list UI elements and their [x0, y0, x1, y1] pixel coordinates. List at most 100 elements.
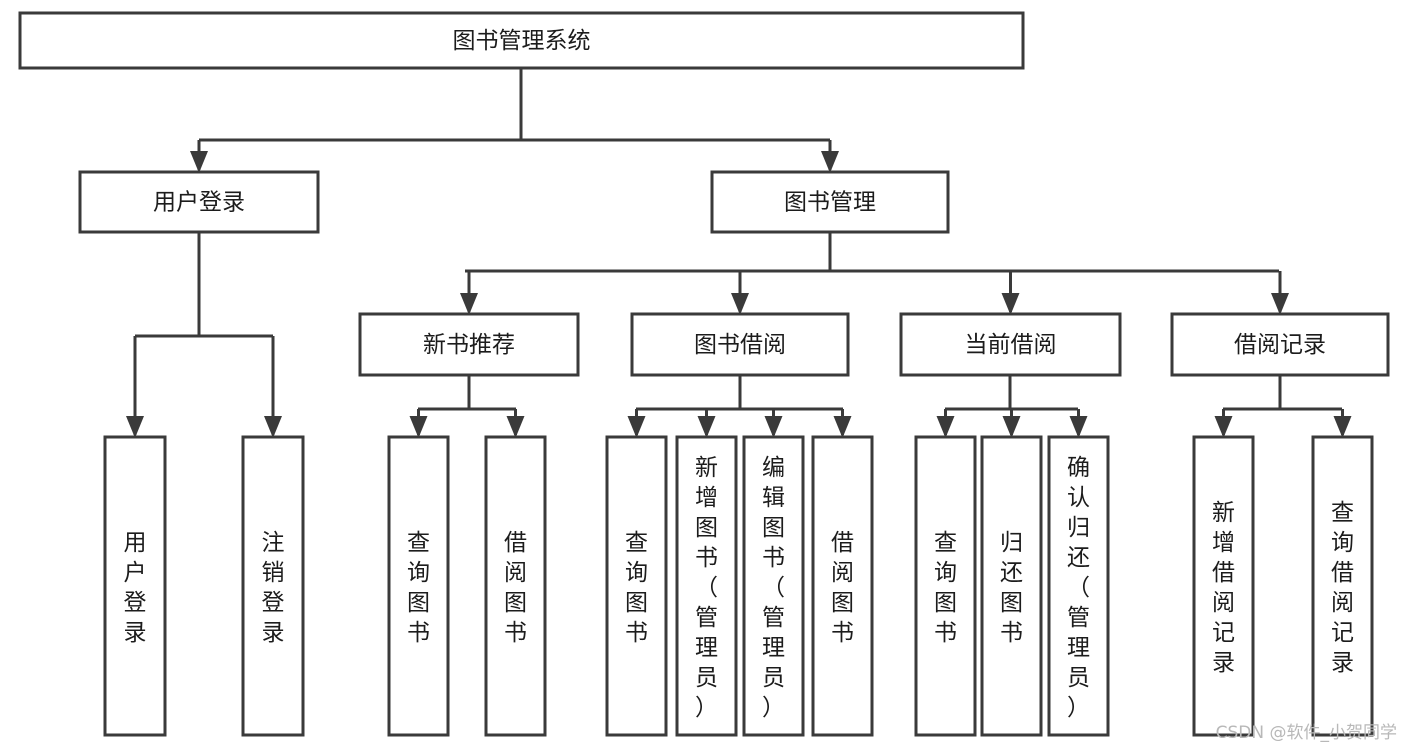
node-label: 查询图书 [934, 530, 957, 646]
edge-root-to-user-login [190, 140, 208, 173]
edge-book-manage-to-new-book-recommend [460, 271, 478, 315]
edge-book-borrow-to-leaf-add-book [697, 409, 716, 438]
node-leaf-add-record[interactable]: 新增借阅记录 [1192, 435, 1255, 737]
node-label: 新书推荐 [423, 332, 515, 358]
node-box [1192, 435, 1255, 737]
edge-current-borrow-to-leaf-return-book [1002, 409, 1021, 438]
connector-borrow-record-bus [1223, 375, 1342, 411]
node-box [78, 170, 320, 234]
node-leaf-query-book-3[interactable]: 查询图书 [914, 435, 977, 737]
node-label: 查询借阅记录 [1331, 500, 1354, 676]
arrow-head-icon [833, 416, 852, 438]
node-label: 确认归还（管理员） [1067, 455, 1090, 721]
node-label: 用户登录 [124, 530, 147, 646]
edge-new-book-recommend-to-leaf-query-book-1 [409, 409, 428, 438]
edge-root-to-book-manage [821, 140, 839, 173]
connector-current-borrow-bus [945, 375, 1078, 411]
node-label: 借阅图书 [504, 530, 527, 646]
node-box [710, 170, 950, 234]
edge-new-book-recommend-to-leaf-borrow-book-1 [506, 409, 525, 438]
node-label: 归还图书 [1000, 530, 1023, 646]
edge-user-login-to-leaf-user-login [126, 336, 144, 438]
node-leaf-query-book-2[interactable]: 查询图书 [605, 435, 668, 737]
node-label: 查询图书 [407, 530, 430, 646]
connector-new-book-bus [418, 375, 516, 411]
node-box [1047, 435, 1110, 737]
arrow-head-icon [764, 416, 783, 438]
edge-current-borrow-to-leaf-confirm-return [1069, 409, 1088, 438]
node-box [387, 435, 450, 737]
arrow-head-icon [460, 293, 478, 315]
node-box [605, 435, 668, 737]
arrow-head-icon [1001, 293, 1020, 315]
edge-book-borrow-to-leaf-edit-book [764, 409, 783, 438]
arrow-head-icon [627, 416, 646, 438]
edge-book-borrow-to-leaf-query-book-2 [627, 409, 646, 438]
node-box [103, 435, 167, 737]
node-borrow-record[interactable]: 借阅记录 [1170, 312, 1390, 377]
edge-user-login-to-leaf-logout [264, 336, 282, 438]
node-user-login[interactable]: 用户登录 [78, 170, 320, 234]
node-leaf-logout[interactable]: 注销登录 [241, 435, 305, 737]
node-label: 当前借阅 [965, 332, 1057, 358]
node-box [1311, 435, 1374, 737]
arrow-head-icon [697, 416, 716, 438]
node-leaf-borrow-book-2[interactable]: 借阅图书 [811, 435, 874, 737]
node-label: 图书管理系统 [453, 28, 591, 54]
node-box [630, 312, 850, 377]
nodes-layer: 图书管理系统用户登录图书管理新书推荐图书借阅当前借阅借阅记录用户登录注销登录查询… [18, 11, 1390, 737]
node-label: 图书借阅 [694, 332, 786, 358]
arrow-head-icon [1002, 416, 1021, 438]
node-leaf-add-book[interactable]: 新增图书（管理员） [675, 435, 738, 737]
node-label: 借阅图书 [831, 530, 854, 646]
edge-book-manage-to-borrow-record [1271, 271, 1289, 315]
node-label: 新增图书（管理员） [695, 455, 718, 721]
arrow-head-icon [1214, 416, 1233, 438]
connector-user-login-bus [135, 232, 273, 338]
node-box [675, 435, 738, 737]
node-root[interactable]: 图书管理系统 [18, 11, 1025, 70]
node-leaf-query-book-1[interactable]: 查询图书 [387, 435, 450, 737]
arrow-head-icon [1069, 416, 1088, 438]
edge-book-borrow-to-leaf-borrow-book-2 [833, 409, 852, 438]
node-leaf-query-record[interactable]: 查询借阅记录 [1311, 435, 1374, 737]
node-leaf-confirm-return[interactable]: 确认归还（管理员） [1047, 435, 1110, 737]
node-label: 借阅记录 [1234, 332, 1326, 358]
connector-book-manage-bus [465, 232, 1279, 273]
connector-book-borrow-bus [636, 375, 843, 411]
node-current-borrow[interactable]: 当前借阅 [899, 312, 1122, 377]
edge-borrow-record-to-leaf-query-record [1333, 409, 1352, 438]
node-label: 用户登录 [153, 190, 245, 216]
arrow-head-icon [1333, 416, 1352, 438]
node-label: 图书管理 [784, 190, 876, 216]
node-label: 注销登录 [262, 530, 285, 646]
arrow-head-icon [1271, 293, 1289, 315]
node-leaf-edit-book[interactable]: 编辑图书（管理员） [742, 435, 805, 737]
node-box [18, 11, 1025, 70]
node-leaf-user-login[interactable]: 用户登录 [103, 435, 167, 737]
node-book-borrow[interactable]: 图书借阅 [630, 312, 850, 377]
node-box [241, 435, 305, 737]
edges-layer [126, 68, 1352, 438]
node-box [899, 312, 1122, 377]
node-new-book-recommend[interactable]: 新书推荐 [358, 312, 580, 377]
edge-book-manage-to-current-borrow [1001, 271, 1020, 315]
node-box [1170, 312, 1390, 377]
node-book-manage[interactable]: 图书管理 [710, 170, 950, 234]
node-label: 新增借阅记录 [1212, 500, 1235, 676]
edge-book-manage-to-book-borrow [731, 271, 749, 315]
node-box [358, 312, 580, 377]
edge-borrow-record-to-leaf-add-record [1214, 409, 1233, 438]
node-box [811, 435, 874, 737]
node-box [742, 435, 805, 737]
arrow-head-icon [264, 416, 282, 438]
node-leaf-return-book[interactable]: 归还图书 [980, 435, 1043, 737]
node-leaf-borrow-book-1[interactable]: 借阅图书 [484, 435, 547, 737]
node-box [980, 435, 1043, 737]
connector-root-bus [199, 68, 830, 142]
node-label: 查询图书 [625, 530, 648, 646]
edge-current-borrow-to-leaf-query-book-3 [936, 409, 955, 438]
arrow-head-icon [409, 416, 428, 438]
node-box [484, 435, 547, 737]
